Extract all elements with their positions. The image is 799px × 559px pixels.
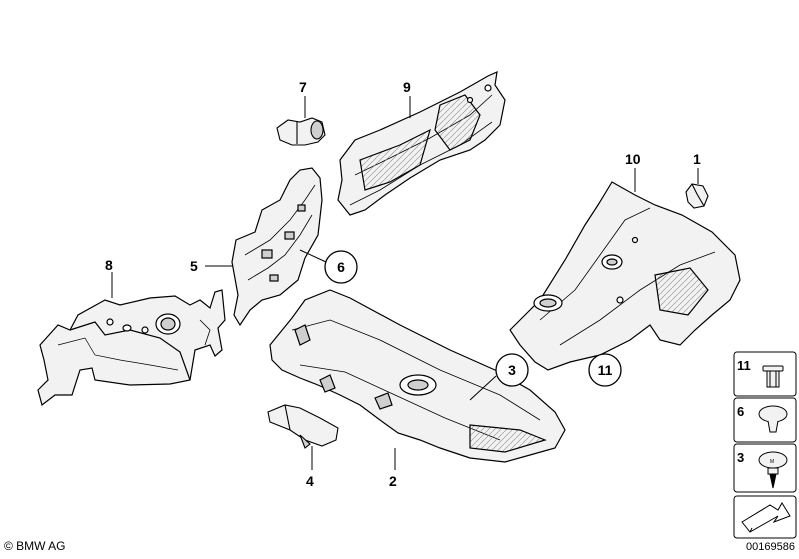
part-2-floor-panel[interactable] — [269, 289, 566, 463]
legend-label-3: 3 — [737, 450, 744, 465]
leader-3 — [469, 375, 497, 401]
callout-6-circle — [324, 250, 358, 284]
callout-4[interactable]: 4 — [306, 473, 314, 489]
callout-8[interactable]: 8 — [105, 257, 113, 273]
screw-3-icon: M — [758, 451, 788, 489]
svg-text:M: M — [770, 459, 774, 465]
callout-7[interactable]: 7 — [299, 79, 307, 95]
legend-panel: 11 6 3 M — [733, 351, 797, 539]
legend-box-11[interactable] — [733, 351, 797, 397]
plug-6-icon — [758, 405, 788, 433]
callout-9[interactable]: 9 — [403, 79, 411, 95]
copyright-text: © BMW AG — [4, 539, 66, 553]
part-9-bulkhead-panel[interactable] — [337, 71, 506, 216]
callout-5[interactable]: 5 — [190, 258, 198, 274]
direction-arrow-icon — [741, 502, 791, 533]
part-10-wheel-arch[interactable] — [509, 181, 741, 371]
legend-label-11: 11 — [737, 358, 751, 373]
leader-6 — [299, 249, 327, 263]
part-7-clip[interactable] — [276, 117, 326, 146]
callout-11[interactable]: 11 — [598, 362, 613, 378]
callout-10[interactable]: 10 — [625, 151, 641, 167]
callout-6[interactable]: 6 — [337, 259, 345, 275]
legend-label-6: 6 — [737, 404, 744, 419]
diagram-code: 00169586 — [746, 541, 795, 553]
part-8-side-panel[interactable] — [37, 289, 226, 407]
callout-3-circle — [495, 353, 529, 387]
part-5-vertical-panel[interactable] — [231, 167, 323, 327]
callout-3[interactable]: 3 — [508, 362, 516, 378]
part-1-small-clip[interactable] — [685, 183, 709, 209]
callout-2[interactable]: 2 — [389, 473, 397, 489]
callout-1[interactable]: 1 — [693, 151, 701, 167]
callout-11-circle — [588, 353, 622, 387]
part-4-bracket[interactable] — [267, 404, 339, 449]
rivet-11-icon — [762, 365, 784, 388]
